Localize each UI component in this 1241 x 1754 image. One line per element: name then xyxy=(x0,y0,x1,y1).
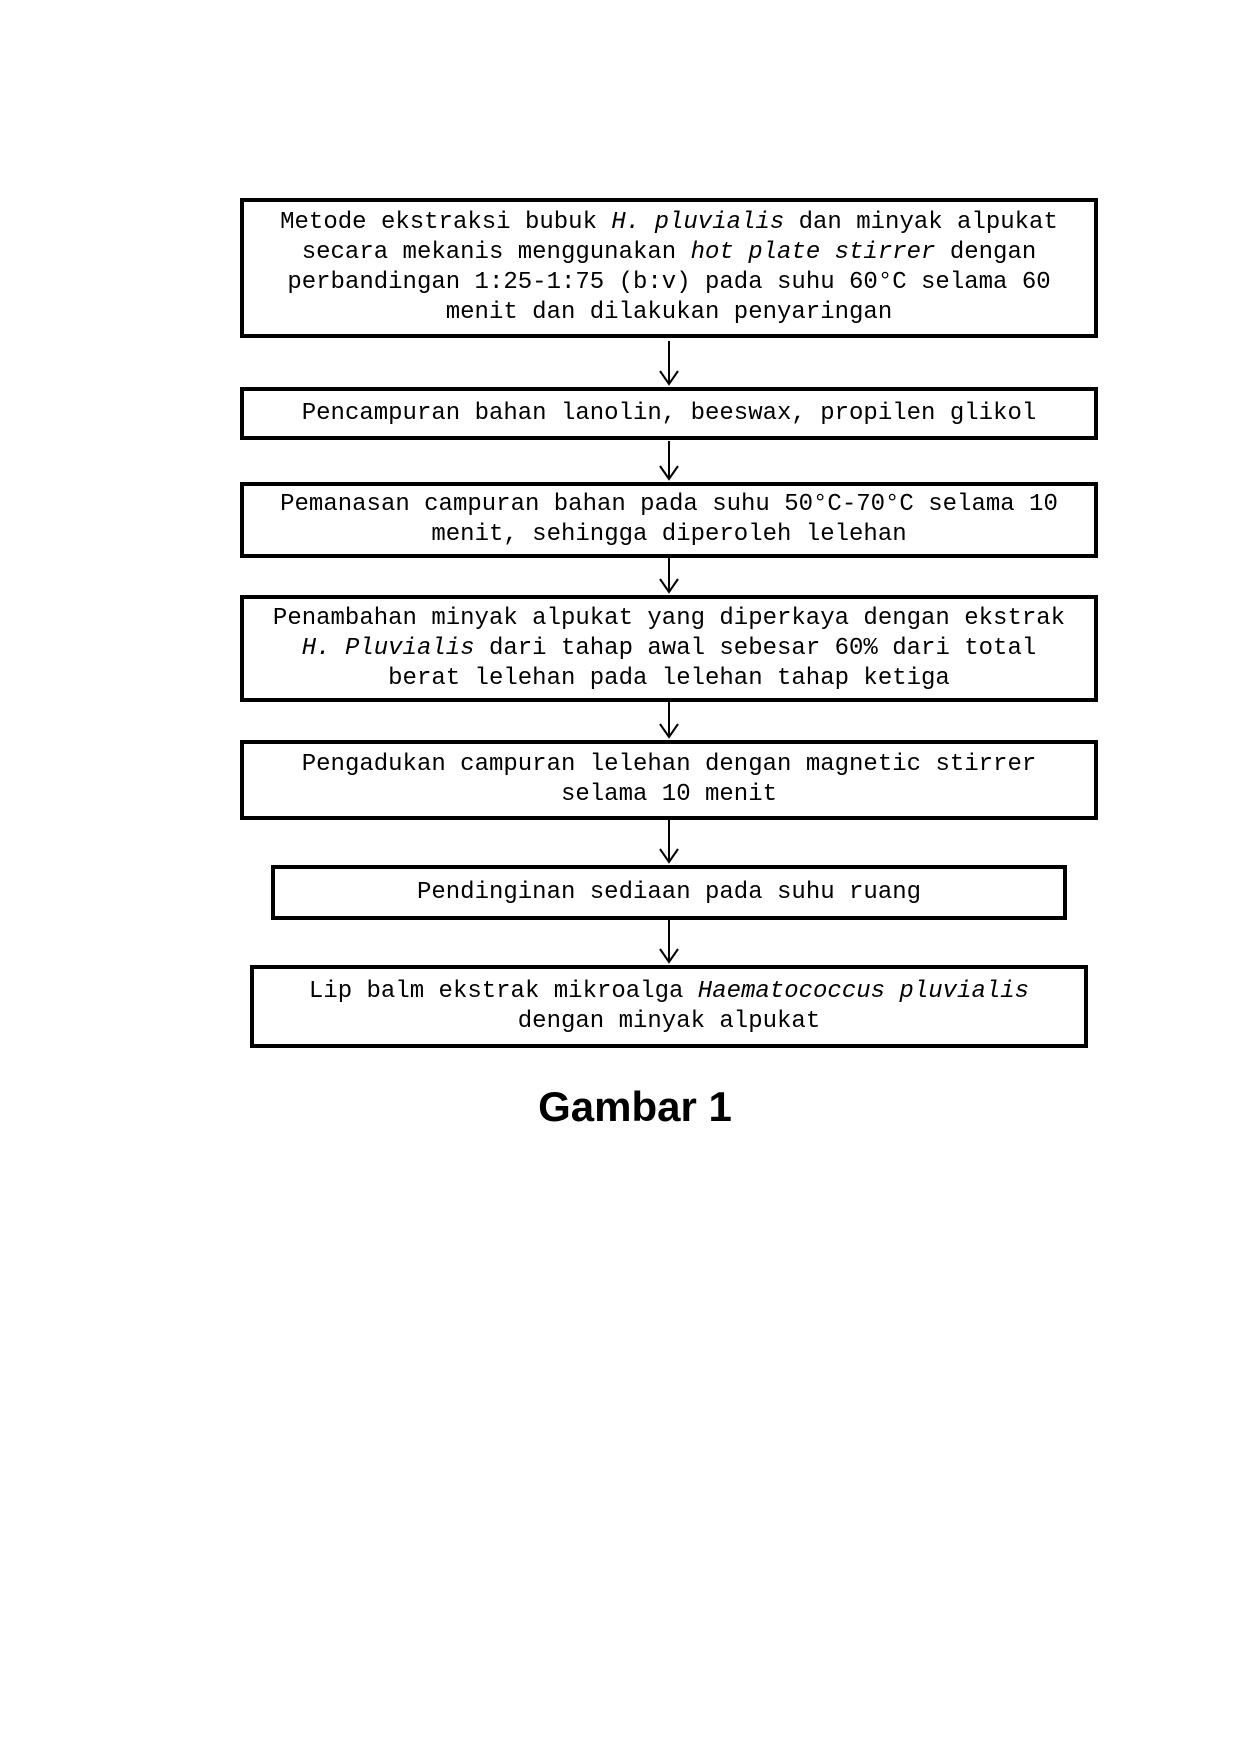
down-arrow-icon xyxy=(659,441,679,481)
flow-box-text-line: perbandingan 1:25-1:75 (b:v) pada suhu 6… xyxy=(287,269,1051,296)
flow-box-text-line: Lip balm ekstrak mikroalga Haematococcus… xyxy=(308,977,1030,1005)
flow-box-text-line: Metode ekstraksi bubuk H. pluvialis dan … xyxy=(280,209,1058,236)
down-arrow-icon xyxy=(659,820,679,864)
down-arrow-icon xyxy=(659,341,679,386)
down-arrow-icon xyxy=(659,920,679,964)
flow-step-2-mixing-box: Pencampuran bahan lanolin, beeswax, prop… xyxy=(240,387,1098,440)
flow-step-6-cooling-box: Pendinginan sediaan pada suhu ruang xyxy=(271,865,1067,920)
flow-step-5-stirring-box: Pengadukan campuran lelehan dengan magne… xyxy=(240,740,1098,820)
flow-box-text-line: menit dan dilakukan penyaringan xyxy=(445,299,893,326)
flow-box-text-line: Penambahan minyak alpukat yang diperkaya… xyxy=(272,604,1066,632)
flow-box-text-line: secara mekanis menggunakan hot plate sti… xyxy=(301,239,1037,266)
flow-step-1-extraction-box: Metode ekstraksi bubuk H. pluvialis dan … xyxy=(240,198,1098,338)
figure-caption: Gambar 1 xyxy=(538,1083,732,1130)
flow-step-3-heating-box: Pemanasan campuran bahan pada suhu 50°C-… xyxy=(240,482,1098,558)
flow-step-4-addition-box: Penambahan minyak alpukat yang diperkaya… xyxy=(240,595,1098,702)
flow-box-text-line: Pencampuran bahan lanolin, beeswax, prop… xyxy=(301,399,1037,427)
flow-box-text-line: dengan minyak alpukat xyxy=(517,1007,821,1035)
down-arrow-icon xyxy=(659,702,679,739)
flow-box-text-line: berat lelehan pada lelehan tahap ketiga xyxy=(388,664,950,692)
flow-box-text-line: Pendinginan sediaan pada suhu ruang xyxy=(416,878,922,906)
flow-step-7-result-box: Lip balm ekstrak mikroalga Haematococcus… xyxy=(250,965,1088,1048)
flow-box-text-line: Pemanasan campuran bahan pada suhu 50°C-… xyxy=(280,491,1058,518)
flow-box-text-line: Pengadukan campuran lelehan dengan magne… xyxy=(301,751,1037,778)
flow-box-text-line: selama 10 menit xyxy=(560,781,778,808)
flow-box-text-line: H. Pluvialis dari tahap awal sebesar 60%… xyxy=(301,634,1037,662)
down-arrow-icon xyxy=(659,558,679,594)
flow-box-text-line: menit, sehingga diperoleh lelehan xyxy=(431,521,907,548)
